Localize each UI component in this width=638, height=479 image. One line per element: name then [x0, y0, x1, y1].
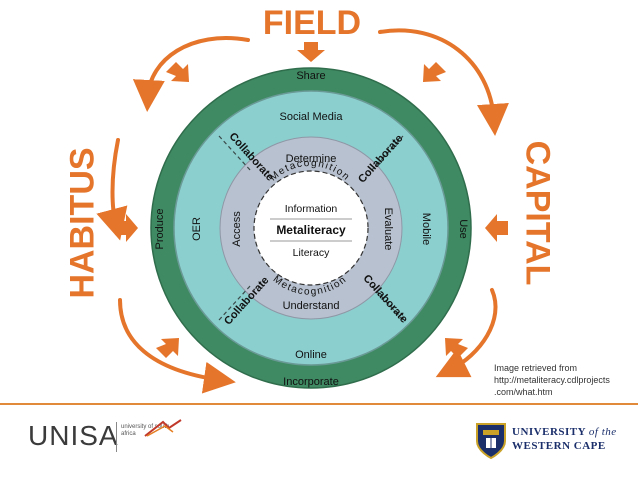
- core-information: Information: [285, 203, 338, 215]
- curved-arrow-bottom-left: [118, 298, 236, 394]
- uwc-line2: WESTERN CAPE: [512, 440, 606, 452]
- unisa-logo: UNISA university of south africa: [28, 416, 182, 458]
- ring-outer-bottom: Incorporate: [283, 376, 339, 388]
- unisa-divider: [116, 422, 117, 452]
- ring-outer-top: Share: [296, 70, 325, 82]
- footer-rule: [0, 403, 638, 405]
- credit-line-1: Image retrieved from: [494, 363, 578, 373]
- arrow-bottom-left: [156, 338, 179, 358]
- arrow-down-field: [297, 42, 325, 62]
- field-label: FIELD: [262, 4, 362, 42]
- divider-bl: [218, 284, 252, 321]
- ring-inner-top: Determine: [286, 153, 337, 165]
- core-metaliteracy: Metaliteracy: [276, 223, 346, 237]
- divider-br: [370, 284, 404, 321]
- unisa-emblem-icon: [144, 419, 182, 437]
- ring-middle-right: Mobile: [420, 213, 432, 245]
- uwc-of-the: of the: [588, 426, 617, 438]
- ring-outer-right: Use: [457, 219, 469, 239]
- uwc-name: UNIVERSITY of the WESTERN CAPE: [512, 425, 617, 453]
- ring-middle-top: Social Media: [280, 111, 344, 123]
- unisa-subtitle: university of south africa: [121, 424, 170, 437]
- divider-tl: [218, 135, 252, 172]
- ring-inner-bottom: Understand: [283, 300, 340, 312]
- ring-inner-right: Evaluate: [382, 208, 394, 251]
- arrow-top-left: [166, 62, 189, 82]
- arrow-left-capital: [485, 214, 508, 242]
- arrow-bottom-right: [445, 338, 468, 358]
- uwc-line1: UNIVERSITY: [512, 426, 586, 438]
- core-literacy: Literacy: [293, 247, 331, 259]
- curved-arrow-bottom-right: [435, 288, 498, 378]
- unisa-wordmark: UNISA: [28, 420, 119, 451]
- image-credit: Image retrieved from http://metaliteracy…: [494, 362, 634, 398]
- credit-line-3: .com/what.htm: [494, 387, 553, 397]
- arrow-top-right: [423, 62, 446, 82]
- core-circle: [253, 170, 369, 286]
- arrow-right-habitus: [115, 214, 138, 242]
- curved-arrow-top-left: [132, 36, 250, 112]
- curved-arrow-left-upper: [96, 138, 128, 241]
- ring-inner-left: Access: [231, 211, 243, 247]
- curved-arrow-top-right: [378, 28, 509, 136]
- ring-outer-left: Produce: [154, 209, 166, 250]
- ring-middle-left: OER: [191, 217, 203, 241]
- divider-tr: [370, 135, 404, 172]
- ring-middle-bottom: Online: [295, 349, 327, 361]
- uwc-crest-icon: [476, 423, 506, 460]
- credit-line-2: http://metaliteracy.cdlprojects: [494, 375, 610, 385]
- uwc-logo: UNIVERSITY of the WESTERN CAPE: [472, 413, 632, 469]
